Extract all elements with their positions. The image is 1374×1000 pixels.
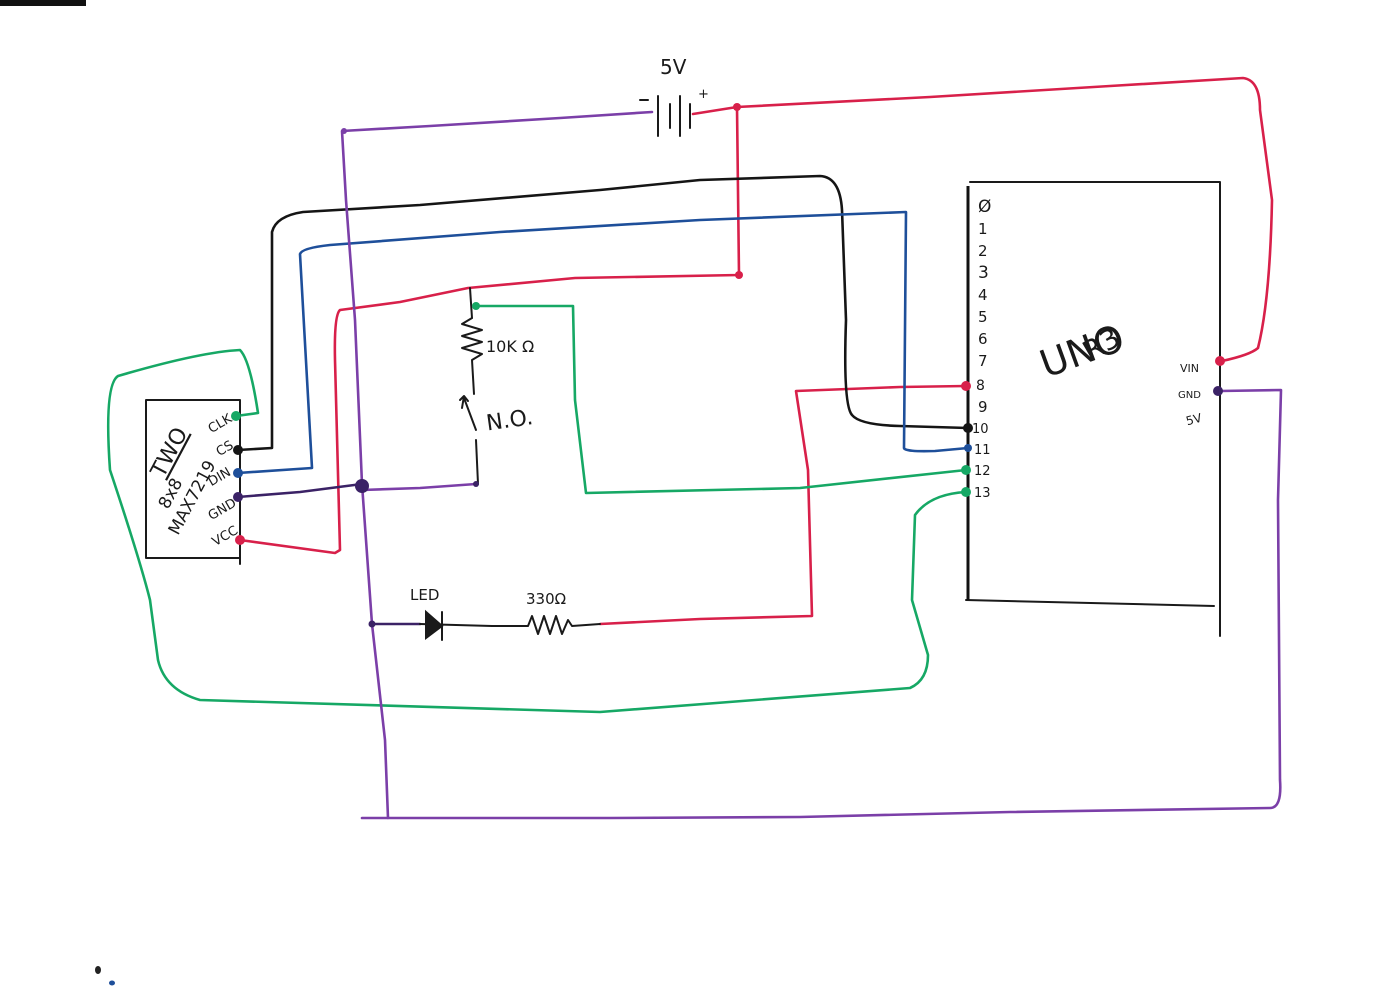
uno-pin-7: 7 (978, 352, 988, 370)
matrix-module (145, 399, 241, 565)
wire-purple-battery-gnd (340, 110, 654, 820)
uno-pin-5v: 5V (1184, 410, 1204, 428)
junction-pin10 (963, 423, 973, 433)
uno-pin-gnd: GND (1178, 390, 1201, 401)
switch-symbol (459, 395, 479, 485)
wire-red-battery-vin (691, 76, 1274, 363)
wire-purple-ground-rail (360, 388, 1283, 820)
uno-pin-5: 5 (978, 308, 988, 326)
junction-din (233, 468, 243, 478)
switch-label: N.O. (485, 405, 535, 436)
uno-pin-1: 1 (978, 220, 988, 238)
junction-pin12 (961, 465, 971, 475)
uno-pin-0: Ø (978, 197, 991, 217)
pullup-resistor-symbol (461, 317, 483, 395)
uno-pin-10: 10 (972, 422, 989, 437)
led-resistor-label: 330Ω (526, 590, 566, 608)
junction-battery-minus (341, 128, 347, 134)
uno-pin-3: 3 (978, 263, 989, 283)
uno-pin-2: 2 (978, 242, 988, 260)
junction-red-rail (735, 271, 743, 279)
wire-purple-switch (360, 482, 478, 492)
wire-black-cs (236, 174, 970, 452)
uno-pin-4: 4 (978, 286, 988, 304)
matrix-pin-clk: CLK (206, 411, 235, 437)
junction-vcc (235, 535, 245, 545)
junction-gnd-matrix (233, 492, 243, 502)
uno-pin-12: 12 (974, 464, 991, 479)
junction-pullup (472, 302, 480, 310)
junction-uno-gnd (1213, 386, 1223, 396)
matrix-pin-vcc: VCC (210, 523, 241, 550)
uno-pin-6: 6 (978, 330, 988, 348)
led-symbol (419, 609, 493, 641)
junction-switch (473, 481, 479, 487)
junction-led-rail (368, 620, 376, 628)
corner-mark (0, 0, 86, 6)
uno-pin-vin: VIN (1180, 362, 1199, 375)
uno-pin-11: 11 (974, 443, 991, 458)
junction-clk (231, 411, 241, 421)
junction-pin13 (961, 487, 971, 497)
led-label: LED (410, 586, 439, 604)
wire-purple-matrix-gnd (236, 482, 364, 499)
battery-plus: + (698, 87, 709, 102)
uno-board (965, 181, 1221, 637)
uno-pin-13: 13 (974, 486, 991, 501)
wire-red-vcc (238, 105, 741, 555)
wire-green-pin12 (474, 304, 968, 495)
junction-battery-plus (733, 103, 741, 111)
junction-pin8 (961, 381, 971, 391)
junction-cs (233, 445, 243, 455)
battery-symbol (639, 95, 691, 137)
junction-vin (1215, 356, 1225, 366)
wire-red-pin8 (598, 384, 968, 626)
junction-ground-rail (355, 479, 369, 493)
uno-pin-8: 8 (976, 378, 985, 394)
matrix-pin-cs: CS (214, 438, 237, 460)
wire-blue-din (236, 210, 970, 475)
uno-pin-9: 9 (978, 398, 988, 416)
led-resistor-symbol (491, 615, 601, 635)
matrix-title: TWO (146, 424, 193, 483)
ink-speck (109, 980, 115, 986)
wire-green-clk (106, 348, 968, 714)
junction-pin11 (964, 444, 972, 452)
ink-speck (95, 966, 101, 974)
pullup-lead-top (469, 287, 473, 319)
battery-voltage: 5V (660, 55, 687, 79)
pullup-resistor-label: 10K Ω (486, 337, 534, 356)
